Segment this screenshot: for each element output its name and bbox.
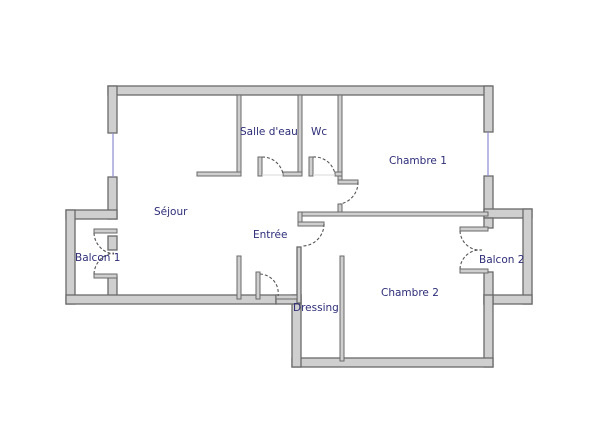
door-chambre-1	[339, 181, 359, 205]
room-label-entree: Entrée	[253, 229, 288, 241]
door-balcon-2-bottom	[459, 249, 483, 270]
interior-walls	[93, 94, 489, 362]
door-balcon-1-bottom	[93, 252, 115, 275]
room-label-wc: Wc	[311, 126, 328, 138]
door-entrance	[259, 273, 279, 297]
doors	[93, 156, 483, 297]
windows	[112, 132, 489, 177]
room-label-dressing: Dressing	[293, 302, 339, 314]
room-label-balcon-2: Balcon 2	[479, 254, 525, 266]
door-wc	[312, 156, 336, 175]
room-label-salle-deau: Salle d'eau	[240, 126, 298, 138]
room-label-chambre-1: Chambre 1	[389, 155, 447, 167]
room-label-sejour: Séjour	[154, 206, 188, 218]
door-balcon-1-top	[93, 232, 115, 255]
room-label-balcon-1: Balcon 1	[75, 252, 121, 264]
door-chambre-2	[301, 223, 325, 247]
room-label-chambre-2: Chambre 2	[381, 287, 439, 299]
door-balcon-2-top	[459, 230, 483, 251]
door-salle-deau	[261, 156, 284, 175]
